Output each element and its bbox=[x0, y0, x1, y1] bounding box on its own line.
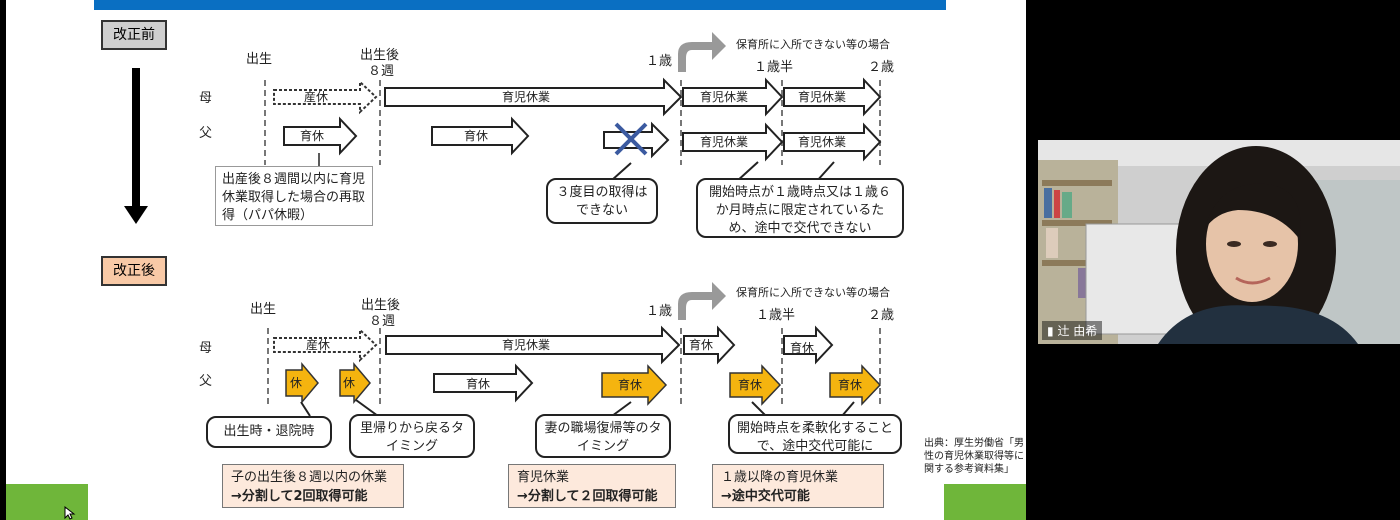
before-mother-ch2-bar bbox=[783, 77, 882, 117]
before-maternity-bar bbox=[273, 79, 378, 115]
summary2-line2: →分割して２回取得可能 bbox=[517, 489, 658, 504]
after-father-orange1-bar bbox=[601, 364, 668, 406]
after-father-short2-bar bbox=[339, 361, 371, 405]
summary1-line2: →分割して2回取得可能 bbox=[231, 489, 368, 504]
before-father-label: 父 bbox=[199, 126, 213, 141]
before-after-arrow bbox=[124, 68, 148, 224]
signal-bars-icon: ▮ bbox=[1047, 324, 1054, 338]
after-m-leave1-text: 育休 bbox=[689, 337, 713, 352]
after-f-short1-text: 休 bbox=[290, 376, 302, 390]
after-birth-discharge-bubble: 出生時・退院時 bbox=[206, 416, 332, 448]
after-mother-leave1-bar bbox=[683, 325, 736, 365]
before-mother-childcare-bar bbox=[384, 77, 683, 117]
after-f-leave-text: 育休 bbox=[466, 376, 490, 391]
before-father-leave2-bar bbox=[431, 116, 530, 156]
after-childcare-text: 育児休業 bbox=[502, 337, 550, 352]
source-citation: 出典：厚生労働省「男性の育児休業取得等に関する参考資料集」 bbox=[924, 438, 1024, 475]
after-flexible-start-bubble: 開始時点を柔軟化することで、途中交代可能に bbox=[728, 414, 902, 454]
slide-footer-bar-right bbox=[944, 484, 1026, 520]
after-wife-return-bubble: 妻の職場復帰等のタイミング bbox=[535, 414, 671, 458]
before-f-leave1-text: 育休 bbox=[300, 128, 324, 143]
mouse-cursor-icon bbox=[64, 506, 76, 520]
after-age1-label: １歳 bbox=[646, 304, 673, 319]
before-father-third-bar bbox=[603, 121, 670, 159]
before-ch2-text: 育児休業 bbox=[798, 89, 846, 104]
summary3-line2: →途中交代可能 bbox=[721, 489, 810, 504]
after-maternity-text: 産休 bbox=[306, 337, 330, 352]
after-summary-after-1yr: １歳以降の育児休業 →途中交代可能 bbox=[712, 464, 884, 508]
before-timeline-diagram: 産休 育児休業 育児休業 育児休業 育休 育休 育児休業 育児休業 bbox=[264, 32, 882, 183]
after-summary-8weeks: 子の出生後８週以内の休業 →分割して2回取得可能 bbox=[222, 464, 404, 508]
after-father-short1-bar bbox=[285, 361, 319, 405]
before-f-ch2-text: 育児休業 bbox=[798, 134, 846, 149]
before-mother-ch15-bar bbox=[682, 77, 784, 117]
before-f-leave2-text: 育休 bbox=[464, 128, 488, 143]
after-mother-label: 母 bbox=[199, 341, 213, 356]
before-age2-label: ２歳 bbox=[868, 60, 895, 75]
after-father-orange2-bar bbox=[729, 364, 782, 406]
after-mother-leave2-bar bbox=[783, 325, 834, 365]
after-f-short2-text: 休 bbox=[343, 376, 355, 390]
summary1-line1: 子の出生後８週以内の休業 bbox=[231, 470, 388, 485]
participant-video-feed bbox=[1038, 140, 1400, 344]
after-father-label: 父 bbox=[199, 374, 213, 389]
after-m-leave2-text: 育休 bbox=[790, 340, 814, 355]
after-f-orange1-text: 育休 bbox=[618, 377, 642, 392]
participant-name: 辻 由希 bbox=[1057, 324, 1098, 338]
before-father-leave1-bar bbox=[283, 116, 358, 156]
summary3-line1: １歳以降の育児休業 bbox=[721, 470, 839, 485]
before-father-ch15-bar bbox=[682, 122, 784, 162]
after-8weeks-label: ８週 bbox=[369, 314, 396, 329]
before-maternity-text: 産休 bbox=[304, 89, 328, 104]
before-childcare-text: 育児休業 bbox=[502, 89, 550, 104]
summary2-line1: 育児休業 bbox=[517, 470, 570, 485]
after-father-leave-bar bbox=[433, 363, 534, 403]
before-third-time-bubble: ３度目の取得はできない bbox=[546, 178, 658, 224]
slide-header-bar bbox=[94, 0, 946, 10]
presentation-slide: 改正前 出生 出生後 ８週 １歳 １歳半 ２歳 保育所に入所できない等の場合 母… bbox=[6, 0, 1026, 520]
before-ch15-text: 育児休業 bbox=[700, 89, 748, 104]
before-age15-label: １歳半 bbox=[754, 60, 794, 75]
after-f-orange3-text: 育休 bbox=[838, 377, 862, 392]
after-summary-childcare: 育児休業 →分割して２回取得可能 bbox=[508, 464, 676, 508]
before-start-limit-bubble: 開始時点が１歳時点又は１歳６か月時点に限定されているため、途中で交代できない bbox=[696, 178, 904, 238]
before-nursery-note: 保育所に入所できない等の場合 bbox=[736, 38, 890, 51]
before-father-ch2-bar bbox=[783, 122, 882, 162]
after-return-home-bubble: 里帰りから戻るタイミング bbox=[349, 414, 475, 458]
before-mother-label: 母 bbox=[199, 91, 213, 106]
before-after-birth-label: 出生後 bbox=[360, 48, 400, 63]
before-f-ch15-text: 育児休業 bbox=[700, 134, 748, 149]
before-8weeks-label: ８週 bbox=[368, 64, 395, 79]
before-birth-label: 出生 bbox=[246, 52, 273, 67]
after-maternity-bar bbox=[273, 327, 378, 363]
video-tile[interactable]: ▮ 辻 由希 bbox=[1038, 140, 1400, 344]
before-tag: 改正前 bbox=[101, 20, 167, 50]
after-birth-label: 出生 bbox=[250, 302, 277, 317]
after-after-birth-label: 出生後 bbox=[361, 298, 401, 313]
before-age1-label: １歳 bbox=[646, 54, 673, 69]
after-timeline-diagram: 産休 育児休業 育休 育休 休 休 育休 育休 育休 育休 bbox=[267, 282, 882, 417]
before-papa-leave-note: 出産後８週間以内に育児休業取得した場合の再取得（パパ休暇） bbox=[215, 166, 373, 226]
after-mother-childcare-bar bbox=[385, 325, 681, 365]
after-tag: 改正後 bbox=[101, 256, 167, 286]
participant-name-label: ▮ 辻 由希 bbox=[1042, 321, 1103, 340]
after-father-orange3-bar bbox=[829, 364, 882, 406]
after-age2-label: ２歳 bbox=[868, 308, 895, 323]
after-f-orange2-text: 育休 bbox=[738, 377, 762, 392]
after-nursery-note: 保育所に入所できない等の場合 bbox=[736, 286, 890, 299]
after-age15-label: １歳半 bbox=[756, 308, 796, 323]
